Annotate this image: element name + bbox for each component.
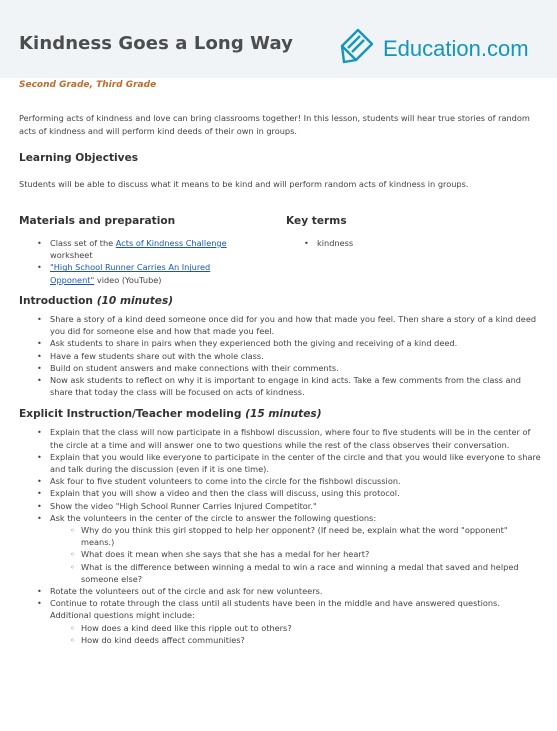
- list-item: Ask four to five student volunteers to c…: [19, 475, 541, 487]
- list-item: Ask students to share in pairs when they…: [19, 337, 541, 349]
- list-item: "High School Runner Carries An Injured O…: [19, 261, 251, 285]
- key-terms-section: Key terms kindness: [286, 215, 536, 249]
- materials-heading: Materials and preparation: [19, 215, 176, 227]
- list-item: Have a few students share out with the w…: [19, 350, 541, 362]
- explicit-instruction-heading: Explicit Instruction/Teacher modeling (1…: [19, 408, 322, 421]
- objectives-heading: Learning Objectives: [19, 152, 139, 164]
- sub-question-list: Why do you think this girl stopped to he…: [50, 524, 541, 585]
- list-item: Continue to rotate through the class unt…: [19, 597, 541, 646]
- materials-section: Materials and preparation Class set of t…: [19, 215, 269, 286]
- pencil-icon: [340, 28, 374, 64]
- video-link[interactable]: "High School Runner Carries An Injured O…: [50, 262, 211, 285]
- page-header: Kindness Goes a Long Way Education.com: [0, 0, 557, 78]
- list-item: Now ask students to reflect on why it is…: [19, 374, 541, 398]
- list-item: Explain that you would like everyone to …: [19, 451, 541, 475]
- list-item: Build on student answers and make connec…: [19, 362, 541, 374]
- lesson-content: Performing acts of kindness and love can…: [19, 112, 541, 646]
- sub-list-item: Why do you think this girl stopped to he…: [50, 524, 541, 548]
- objectives-text: Students will be able to discuss what it…: [19, 179, 469, 189]
- list-item: Share a story of a kind deed someone onc…: [19, 313, 541, 337]
- introduction-list: Share a story of a kind deed someone onc…: [19, 313, 541, 398]
- key-terms-list: kindness: [286, 237, 536, 249]
- introduction-heading: Introduction (10 minutes): [19, 295, 174, 307]
- list-item: Explain that the class will now particip…: [19, 426, 541, 450]
- intro-paragraph: Performing acts of kindness and love can…: [19, 113, 530, 136]
- materials-and-terms: Materials and preparation Class set of t…: [19, 215, 541, 295]
- key-terms-heading: Key terms: [286, 215, 347, 227]
- logo-text: Education.com: [383, 36, 529, 61]
- sub-list-item: What does it mean when she says that she…: [50, 548, 541, 560]
- sub-list-item: How does a kind deed like this ripple ou…: [50, 622, 541, 634]
- materials-list: Class set of the Acts of Kindness Challe…: [19, 237, 251, 286]
- sub-list-item: How do kind deeds affect communities?: [50, 634, 541, 646]
- page-title: Kindness Goes a Long Way: [19, 33, 294, 54]
- list-item: Class set of the Acts of Kindness Challe…: [19, 237, 251, 261]
- list-item: kindness: [286, 237, 536, 249]
- sub-list-item: What is the difference between winning a…: [50, 561, 541, 585]
- list-item: Explain that you will show a video and t…: [19, 487, 541, 499]
- education-logo: [340, 28, 374, 64]
- list-item: Rotate the volunteers out of the circle …: [19, 585, 541, 597]
- worksheet-link[interactable]: Acts of Kindness Challenge: [115, 238, 227, 248]
- explicit-instruction-list: Explain that the class will now particip…: [19, 426, 541, 646]
- list-item: Ask the volunteers in the center of the …: [19, 512, 541, 585]
- sub-question-list: How does a kind deed like this ripple ou…: [50, 622, 541, 647]
- list-item: Show the video "High School Runner Carri…: [19, 500, 541, 512]
- grade-level: Second Grade, Third Grade: [19, 80, 157, 90]
